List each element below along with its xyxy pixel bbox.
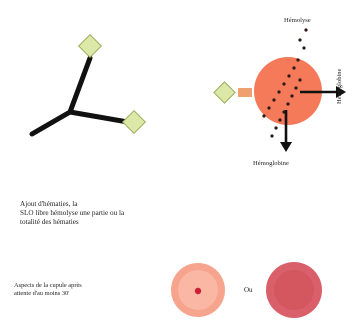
cupule-center-dot bbox=[194, 287, 202, 295]
antigen-diamond-upper bbox=[77, 33, 103, 59]
caption-line: SLO libre hémolyse une partie ou la bbox=[20, 209, 125, 217]
cupule-dark bbox=[266, 262, 322, 318]
arrow-right-head bbox=[336, 86, 346, 98]
antibody-arm-upper bbox=[67, 55, 93, 115]
label-hemoglobine-bottom: Hémoglobine bbox=[253, 160, 289, 167]
antigen-diamond-lower bbox=[121, 109, 147, 135]
red-blood-cell bbox=[254, 57, 322, 125]
red-cell-group bbox=[213, 28, 346, 152]
label-hemolyse: Hémolyse bbox=[284, 17, 311, 24]
antibody-stem bbox=[29, 109, 73, 137]
toxin-attachment bbox=[238, 88, 252, 97]
antibody-y-shape bbox=[29, 33, 147, 137]
aspect-line: Aspects de la cupule après bbox=[14, 282, 82, 289]
aspect-line: attente d'au moins 30' bbox=[14, 290, 70, 297]
caption-line: Ajout d'hématies, la bbox=[20, 200, 78, 208]
arrow-down-head bbox=[280, 142, 292, 152]
aspect-text: Aspects de la cupule après attente d'au … bbox=[14, 282, 164, 298]
label-hemoglobine-side: Hémoglobine bbox=[336, 68, 343, 104]
caption-text: Ajout d'hématies, la SLO libre hémolyse … bbox=[20, 200, 250, 227]
antigen-diamond-cell bbox=[213, 81, 236, 104]
antibody-arm-lower bbox=[67, 109, 131, 125]
or-label: Ou bbox=[244, 286, 253, 294]
caption-line: totalité des hématies bbox=[20, 218, 79, 226]
pore-dots bbox=[262, 28, 308, 138]
cupule-light bbox=[171, 263, 225, 317]
